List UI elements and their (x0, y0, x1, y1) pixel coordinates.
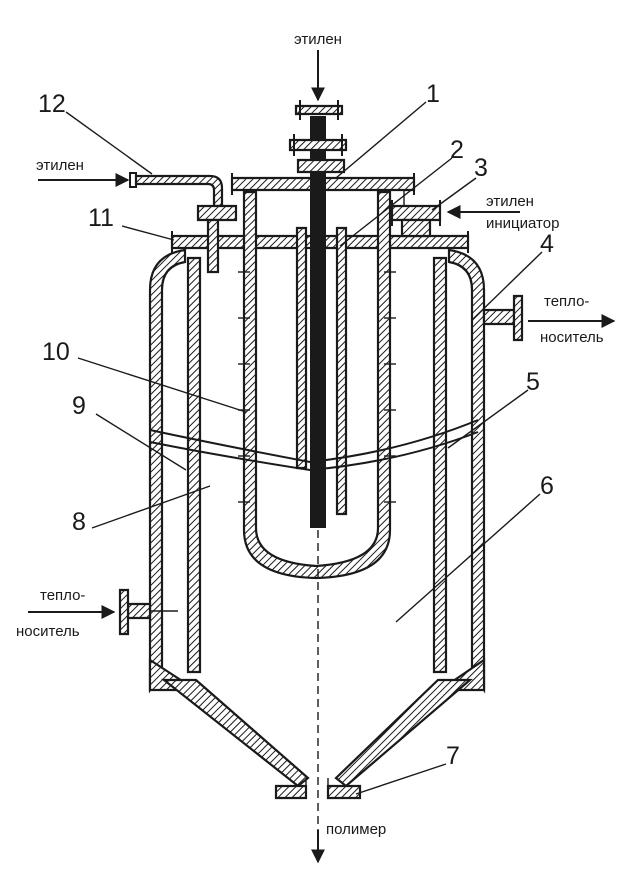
central-shaft (288, 100, 348, 528)
label-ethylene-top: этилен (294, 31, 342, 48)
label-polymer: полимер (326, 821, 386, 838)
reactor-wall (160, 256, 473, 800)
ethylene-inlet-pipe (129, 172, 238, 274)
label-11: 11 (88, 204, 114, 232)
label-12: 12 (38, 90, 66, 118)
label-5: 5 (526, 368, 540, 396)
coolant-inlet-nozzle (118, 588, 178, 636)
liquid-level (149, 419, 479, 472)
coolant-outlet-nozzle (482, 294, 524, 342)
label-9: 9 (72, 392, 86, 420)
flow-arrows (28, 50, 616, 864)
label-coolant-right-1: тепло- (544, 293, 589, 310)
label-3: 3 (474, 154, 488, 182)
leader-lines (65, 101, 543, 795)
label-10: 10 (42, 338, 70, 366)
label-1: 1 (426, 80, 440, 108)
label-coolant-left-2: ноcитель (16, 623, 80, 640)
label-coolant-right-2: носитель (540, 329, 604, 346)
label-ethylene-initiator-2: инициатор (486, 215, 559, 232)
label-ethylene-left: этилен (36, 157, 84, 174)
label-6: 6 (540, 472, 554, 500)
label-4: 4 (540, 230, 554, 258)
label-ethylene-initiator-1: этилен (486, 193, 534, 210)
initiator-nozzle (390, 200, 442, 238)
label-7: 7 (446, 742, 460, 770)
label-coolant-left-1: тепло- (40, 587, 85, 604)
label-8: 8 (72, 508, 86, 536)
label-2: 2 (450, 136, 464, 164)
